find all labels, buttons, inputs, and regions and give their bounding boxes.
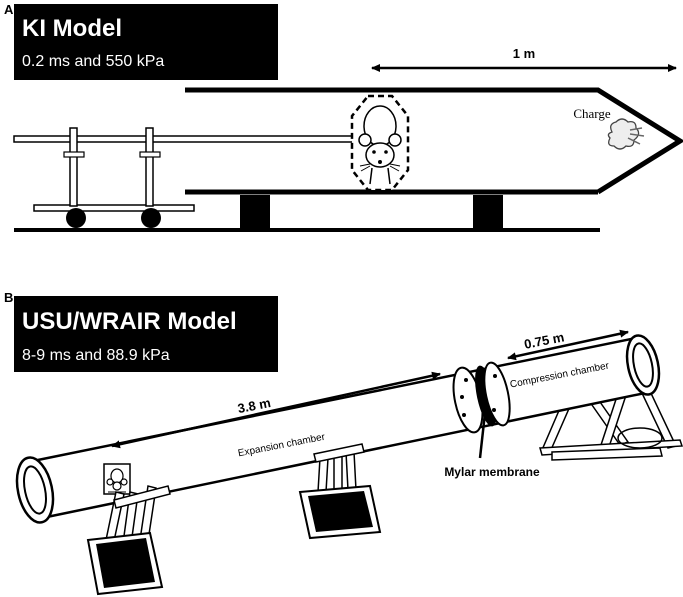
expansion-stand-left	[86, 485, 171, 596]
ki-model-params: 0.2 ms and 550 kPa	[22, 53, 164, 70]
compression-length-label: 0.75 m	[523, 329, 566, 351]
panel-a-letter: A	[4, 2, 14, 17]
mylar-membrane-leader-line	[478, 403, 488, 459]
mylar-membrane-flange	[452, 361, 511, 434]
tube-support-right	[473, 195, 503, 228]
trolley-clamp-right	[139, 151, 161, 158]
panel-b: B USU/WRAIR Model 8-9 ms and 88.9 kPa	[4, 290, 683, 596]
usu-wrair-model-label-box: USU/WRAIR Model 8-9 ms and 88.9 kPa	[14, 296, 278, 372]
rat-icon	[358, 105, 402, 185]
trolley-bed	[33, 204, 195, 212]
trolley-wheel-left	[66, 208, 86, 228]
expansion-length-label: 3.8 m	[236, 395, 272, 416]
panel-b-letter: B	[4, 290, 13, 305]
expansion-chamber-end-ring	[15, 456, 55, 524]
compression-chamber-end-ring	[625, 334, 661, 396]
expansion-stand-middle	[298, 443, 382, 540]
ki-model-title: KI Model	[22, 15, 122, 42]
trolley-post-right	[145, 127, 154, 207]
panel-a: A KI Model 0.2 ms and 550 kPa 1 m	[4, 2, 683, 232]
one-meter-label: 1 m	[513, 46, 535, 61]
compression-length-arrow	[507, 329, 629, 361]
charge-label: Charge	[573, 106, 611, 121]
ki-model-label-box: KI Model 0.2 ms and 550 kPa	[14, 4, 278, 80]
mylar-membrane-label: Mylar membrane	[444, 465, 540, 479]
ki-shock-tube-outline	[185, 87, 683, 195]
usu-wrair-model-params: 8-9 ms and 88.9 kPa	[22, 347, 170, 364]
rat-holder-in-tube	[103, 463, 131, 495]
tube-support-left	[240, 195, 270, 228]
trolley-wheel-right	[141, 208, 161, 228]
usu-wrair-model-title: USU/WRAIR Model	[22, 308, 237, 335]
charge-explosion-icon	[607, 118, 645, 150]
trolley-post-left	[69, 127, 78, 207]
expansion-length-arrow	[111, 371, 441, 449]
trolley-clamp-left	[63, 151, 85, 158]
trolley-push-rod	[13, 135, 365, 143]
